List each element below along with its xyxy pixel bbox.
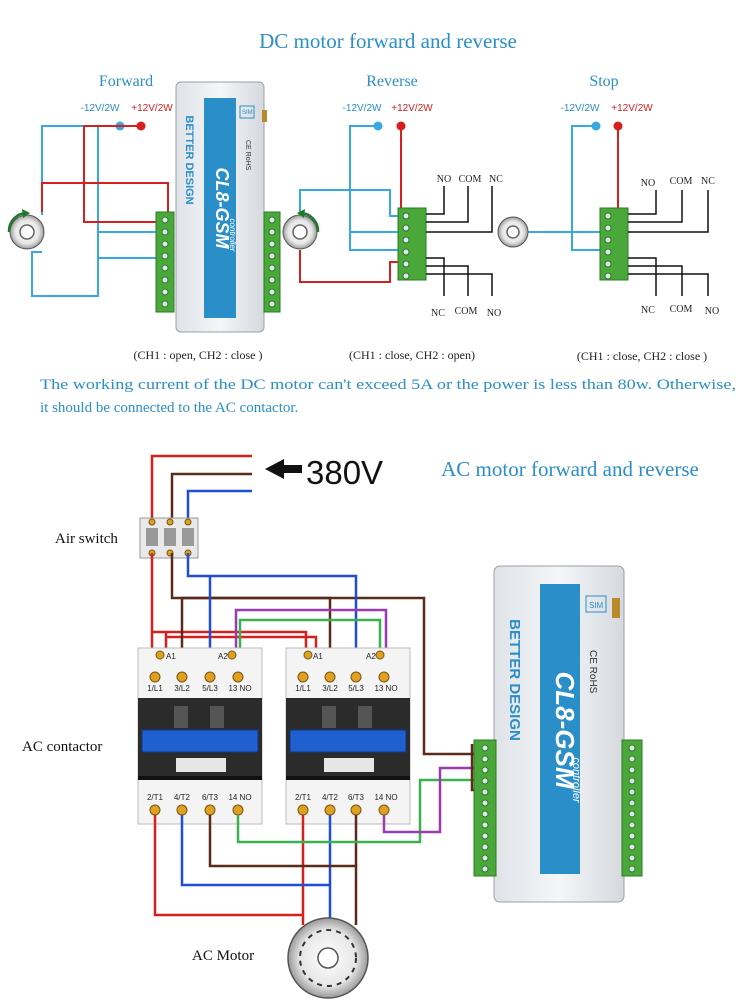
forward-cert-text: CE RoHS xyxy=(244,140,251,171)
forward-pos-supply: +12V/2W xyxy=(131,103,173,114)
reverse-bot-com: COM xyxy=(455,306,478,317)
c2-coil-a2: A2 xyxy=(366,652,376,661)
forward-left-terminal xyxy=(155,211,175,313)
stop-dc-motor xyxy=(497,216,529,248)
ac-left-terminal xyxy=(473,739,497,877)
ac-sim-text: SIM xyxy=(589,601,604,610)
ac-brand-text: BETTER DESIGN xyxy=(506,619,523,741)
reverse-top-nc: NC xyxy=(489,174,503,185)
c1-bot-4: 14 NO xyxy=(228,793,251,802)
stop-bot-com: COM xyxy=(670,304,693,315)
air-switch-label: Air switch xyxy=(55,531,118,547)
reverse-top-com: COM xyxy=(459,174,482,185)
ac-title: AC motor forward and reverse xyxy=(441,457,699,481)
stop-label: Stop xyxy=(589,73,618,90)
stop-top-com: COM xyxy=(670,176,693,187)
c1-top-3: 5/L3 xyxy=(202,684,218,693)
c2-bot-1: 2/T1 xyxy=(295,793,312,802)
reverse-neg-supply: -12V/2W xyxy=(343,103,382,114)
forward-subtitle-text: controller xyxy=(228,219,237,252)
stop-relay-leads xyxy=(628,190,709,296)
reverse-state: (CH1 : close, CH2 : open) xyxy=(349,348,475,362)
c2-bot-4: 14 NO xyxy=(374,793,397,802)
ac-cert-text: CE RoHS xyxy=(587,650,598,694)
ac-model-text: CL8-GSM xyxy=(550,672,580,790)
stop-top-no: NO xyxy=(641,178,655,189)
c1-bot-2: 4/T2 xyxy=(174,793,191,802)
stop-bot-no: NO xyxy=(705,306,719,317)
c1-coil-a2: A2 xyxy=(218,652,228,661)
ac-antenna-icon xyxy=(612,598,620,618)
reverse-dc-motor xyxy=(282,209,320,250)
forward-neg-supply: -12V/2W xyxy=(81,103,120,114)
ac-terminal-screws xyxy=(481,744,636,873)
ac-subtitle-text: controller xyxy=(570,757,582,804)
reverse-pos-supply: +12V/2W xyxy=(391,103,433,114)
reverse-bot-no: NO xyxy=(487,308,501,319)
c2-top-1: 1/L1 xyxy=(295,684,311,693)
c1-coil-a1: A1 xyxy=(166,652,176,661)
forward-state: (CH1 : open, CH2 : close ) xyxy=(134,348,263,362)
supply-voltage: 380V xyxy=(306,454,383,491)
stop-bot-nc: NC xyxy=(641,305,655,316)
forward-terminal-screws xyxy=(161,216,276,308)
stop-pos-supply: +12V/2W xyxy=(611,103,653,114)
ac-motor xyxy=(287,917,369,999)
reverse-bot-nc: NC xyxy=(431,308,445,319)
c2-top-3: 5/L3 xyxy=(348,684,364,693)
reverse-top-no: NO xyxy=(437,174,451,185)
air-switch xyxy=(139,517,199,559)
motor-wires xyxy=(153,744,480,925)
contactor-1-terminals xyxy=(149,650,244,816)
c2-bot-3: 6/T3 xyxy=(348,793,365,802)
ac-right-terminal xyxy=(621,739,643,877)
c2-bot-2: 4/T2 xyxy=(322,793,339,802)
c1-top-2: 3/L2 xyxy=(174,684,190,693)
stop-terminal-block xyxy=(599,207,629,281)
c1-top-4: 13 NO xyxy=(228,684,251,693)
forward-wiring xyxy=(31,125,169,297)
forward-controller: CL8-GSM controller BETTER DESIGN CE RoHS… xyxy=(155,81,281,333)
forward-model-text: CL8-GSM xyxy=(212,168,232,250)
ac-motor-label: AC Motor xyxy=(192,948,254,964)
stop-top-nc: NC xyxy=(701,176,715,187)
forward-antenna-icon xyxy=(262,110,267,122)
ac-controller: CL8-GSM controller BETTER DESIGN CE RoHS… xyxy=(473,565,643,903)
note-line-1: The working current of the DC motor can'… xyxy=(40,377,736,393)
c1-bot-3: 6/T3 xyxy=(202,793,219,802)
reverse-relay-leads xyxy=(426,186,493,296)
c2-coil-a1: A1 xyxy=(313,652,323,661)
forward-right-terminal xyxy=(263,211,281,313)
c2-top-4: 13 NO xyxy=(374,684,397,693)
reverse-label: Reverse xyxy=(366,73,418,90)
reverse-terminal-block xyxy=(397,207,427,281)
stop-neg-supply: -12V/2W xyxy=(561,103,600,114)
forward-sim-text: SIM xyxy=(242,110,253,116)
reverse-wiring xyxy=(299,125,402,283)
forward-brand-text: BETTER DESIGN xyxy=(183,115,195,204)
c1-bot-1: 2/T1 xyxy=(147,793,164,802)
dc-title: DC motor forward and reverse xyxy=(259,29,517,53)
note-line-2: it should be connected to the AC contact… xyxy=(40,400,298,416)
supply-wires xyxy=(150,454,252,522)
stop-state: (CH1 : close, CH2 : close ) xyxy=(577,349,707,363)
ac-contactor-label: AC contactor xyxy=(22,739,102,755)
supply-arrow-icon xyxy=(265,459,302,479)
c2-top-2: 3/L2 xyxy=(322,684,338,693)
forward-dc-motor xyxy=(7,209,45,250)
c1-top-1: 1/L1 xyxy=(147,684,163,693)
forward-label: Forward xyxy=(99,73,153,90)
